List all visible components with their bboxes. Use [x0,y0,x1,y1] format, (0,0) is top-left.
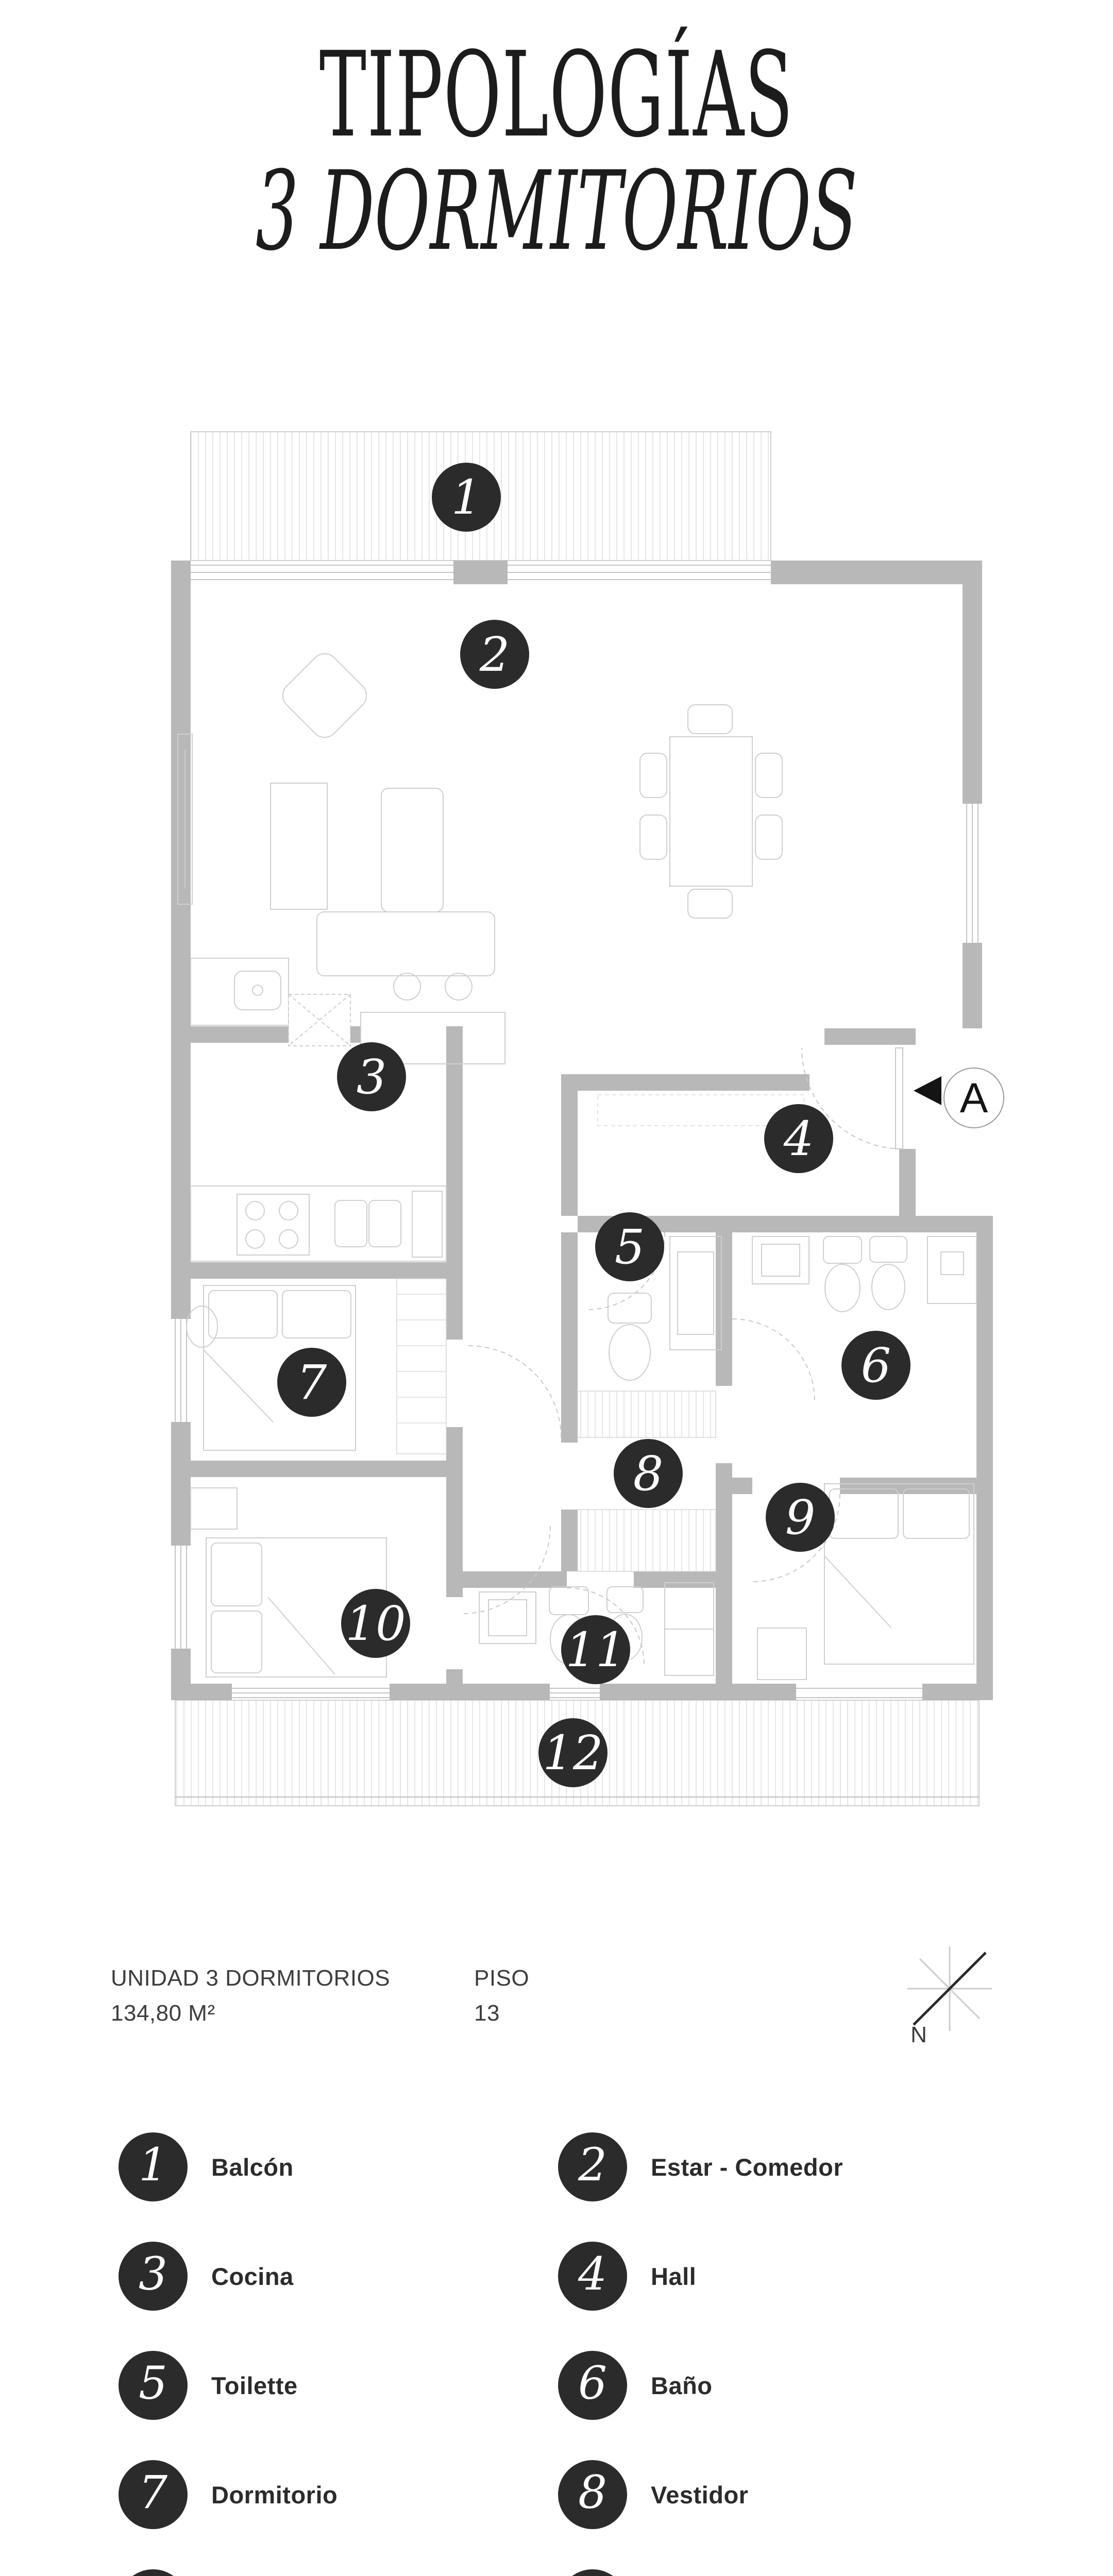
legend-label: Balcón [211,2153,294,2181]
entry-label: A [960,1075,988,1122]
svg-text:5: 5 [615,1219,645,1275]
plan-marker-1: 1 [432,463,501,532]
floor-info: PISO 13 [474,1961,529,2031]
legend-label: Vestidor [651,2481,749,2509]
legend-number-badge: 7 [119,2460,188,2529]
unit-label: UNIDAD 3 DORMITORIOS [111,1965,391,1991]
compass-north-needle [913,1952,987,2026]
svg-text:9: 9 [785,1490,816,1545]
entry-arrow-icon [914,1076,941,1105]
legend-number-badge: 4 [558,2242,627,2311]
furniture [177,653,977,1680]
svg-text:11: 11 [565,1622,626,1677]
legend-item-cocina: 3 Cocina [119,2242,531,2311]
floor-plan: A 1 2 3 4 5 6 7 8 9 10 11 12 [171,431,1004,1806]
legend-number-badge: 5 [119,2351,188,2420]
svg-text:6: 6 [861,1338,891,1393]
unit-area: 134,80 M² [111,2001,215,2026]
legend-label: Dormitorio [651,2569,777,2576]
legend-number-badge: 9 [119,2569,188,2576]
plan-marker-10: 10 [341,1589,410,1658]
plan-marker-4: 4 [764,1104,833,1173]
plan-marker-8: 8 [614,1439,683,1508]
plan-marker-2: 2 [460,620,529,689]
walls [171,561,993,1700]
svg-text:10: 10 [345,1596,406,1651]
unit-info: UNIDAD 3 DORMITORIOS 134,80 M² [111,1961,390,2031]
legend-item-bano-6: 6 Baño [558,2351,970,2420]
windows [171,565,982,1698]
wardrobes [396,1094,804,1572]
plan-marker-3: 3 [337,1042,406,1111]
legend-label: Baño [651,2371,713,2399]
legend-item-dormitorio-7: 7 Dormitorio [119,2460,531,2529]
door-arcs [462,1047,903,1666]
legend-label: Dormitorio [211,2569,338,2576]
legend-label: Estar - Comedor [651,2153,844,2181]
legend-number-badge: 6 [558,2351,627,2420]
legend-number-badge: 10 [558,2569,627,2576]
legend-label: Dormitorio [211,2481,338,2509]
plan-marker-9: 9 [766,1483,835,1552]
compass: N [907,1946,992,2047]
plan-marker-12: 12 [538,1718,608,1787]
svg-text:7: 7 [297,1355,327,1410]
compass-north-label: N [910,2022,927,2047]
svg-text:4: 4 [783,1111,814,1166]
legend-item-vestidor: 8 Vestidor [558,2460,970,2529]
legend-label: Toilette [211,2371,298,2399]
svg-text:2: 2 [479,627,510,682]
legend-label: Hall [651,2262,697,2290]
legend-item-dormitorio-9: 9 Dormitorio [119,2569,531,2576]
page-title: TIPOLOGÍAS [319,26,794,163]
plan-marker-6: 6 [841,1331,910,1400]
entry-marker: A [914,1067,1004,1128]
plan-marker-5: 5 [595,1212,664,1281]
svg-text:12: 12 [543,1725,603,1781]
legend-number-badge: 8 [558,2460,627,2529]
legend-number-badge: 1 [119,2132,188,2201]
floor-plan-drawing: A 1 2 3 4 5 6 7 8 9 10 11 12 [171,431,1004,1806]
legend-item-balcon-1: 1 Balcón [119,2132,531,2201]
svg-text:1: 1 [451,470,482,525]
plan-markers: 1 2 3 4 5 6 7 8 9 10 11 12 [277,463,910,1787]
svg-text:8: 8 [633,1446,664,1501]
legend-number-badge: 3 [119,2242,188,2311]
page-subtitle: 3 DORMITORIOS [255,147,858,275]
plan-marker-7: 7 [277,1348,346,1417]
legend-number-badge: 2 [558,2132,627,2201]
title-block: TIPOLOGÍAS 3 DORMITORIOS [0,36,1113,266]
legend-item-toilette: 5 Toilette [119,2351,531,2420]
legend-label: Cocina [211,2262,294,2290]
svg-text:3: 3 [357,1049,387,1105]
floor-label: PISO [474,1965,530,1991]
legend-item-hall: 4 Hall [558,2242,970,2311]
floor-number: 13 [474,2001,500,2026]
plan-marker-11: 11 [561,1615,630,1684]
legend-item-dormitorio-10: 10 Dormitorio [558,2569,970,2576]
legend-item-estar-comedor: 2 Estar - Comedor [558,2132,970,2201]
